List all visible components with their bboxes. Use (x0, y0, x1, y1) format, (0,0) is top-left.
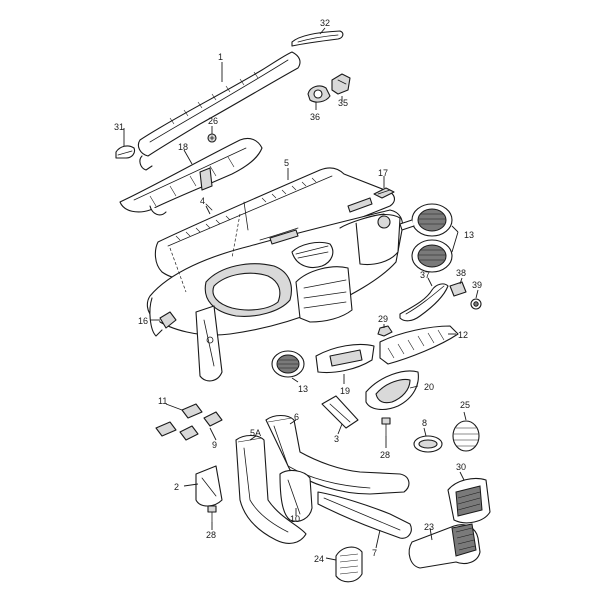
callout-23: 23 (424, 522, 434, 532)
part-4-defrost-duct (205, 203, 213, 211)
callout-36: 36 (310, 112, 320, 122)
callout-labels: 1 32 31 26 18 36 35 5 4 17 13 37 38 39 1… (114, 18, 482, 564)
part-8-oval-grille (413, 435, 443, 453)
part-13-air-vent-left (271, 350, 305, 378)
part-3-duct-bracket (321, 395, 359, 429)
callout-35: 35 (338, 98, 348, 108)
part-28-screw-right (381, 417, 391, 437)
part-17-vent-cover (373, 187, 395, 199)
callout-31: 31 (114, 122, 124, 132)
callout-28-left: 28 (206, 530, 216, 540)
part-left-side-bracket (195, 305, 223, 382)
callout-3: 3 (334, 434, 339, 444)
part-26-screw (207, 133, 217, 143)
part-5-dashboard (146, 167, 404, 337)
part-13-air-vent-upper (399, 203, 453, 237)
part-31-clip (115, 145, 136, 159)
part-32-trim-strip (291, 30, 344, 47)
callout-18: 18 (178, 142, 188, 152)
callout-25: 25 (460, 400, 470, 410)
leader-lines (123, 27, 479, 561)
callout-5a: 5A (250, 428, 261, 438)
callout-5: 5 (284, 158, 289, 168)
part-10-floor-duct (279, 469, 313, 522)
part-30-grille (447, 477, 491, 524)
part-7-floor-duct (317, 491, 412, 539)
part-29-nut (377, 325, 393, 337)
callout-29: 29 (378, 314, 388, 324)
callout-12: 12 (458, 330, 468, 340)
part-16-trim (159, 311, 177, 329)
callout-16: 16 (138, 316, 148, 326)
callout-20: 20 (424, 382, 434, 392)
callout-1: 1 (218, 52, 223, 62)
part-23-rear-duct (408, 523, 481, 569)
part-28-screw-left (207, 505, 217, 523)
part-9-vent-nozzle (179, 411, 223, 441)
part-19-console-panel (315, 343, 375, 374)
callout-28-right: 28 (380, 450, 390, 460)
callout-37: 37 (420, 270, 430, 280)
part-12-console-tray (379, 325, 459, 365)
callout-10: 10 (290, 514, 300, 524)
part-36-connector (307, 85, 331, 103)
part-11-vent-nozzle (155, 403, 203, 437)
callout-24: 24 (314, 554, 324, 564)
part-39-fitting (470, 298, 482, 310)
callout-26: 26 (208, 116, 218, 126)
callout-13-left: 13 (298, 384, 308, 394)
callout-8: 8 (422, 418, 427, 428)
callout-39: 39 (472, 280, 482, 290)
callout-11: 11 (158, 396, 167, 406)
callout-2: 2 (174, 482, 179, 492)
part-37-hose (399, 283, 449, 322)
callout-38: 38 (456, 268, 466, 278)
callout-6: 6 (294, 412, 299, 422)
callout-30: 30 (456, 462, 466, 472)
callout-7: 7 (372, 548, 377, 558)
part-24-rear-vent (335, 546, 363, 583)
callout-4: 4 (200, 196, 205, 206)
part-35-connector (331, 73, 351, 95)
part-1-plenum-panel (137, 51, 301, 171)
callout-9: 9 (212, 440, 217, 450)
part-18-support-bracket (119, 137, 263, 216)
part-5a-floor-duct (235, 434, 307, 544)
part-25-round-grille (452, 420, 480, 452)
part-13-air-vent-lower (411, 239, 453, 273)
part-38-fitting (449, 281, 467, 297)
callout-32: 32 (320, 18, 330, 28)
part-20-storage-bin (365, 370, 419, 411)
callout-17: 17 (378, 168, 388, 178)
callout-19: 19 (340, 386, 350, 396)
part-2-side-duct (195, 465, 223, 507)
callout-13-right: 13 (464, 230, 474, 240)
